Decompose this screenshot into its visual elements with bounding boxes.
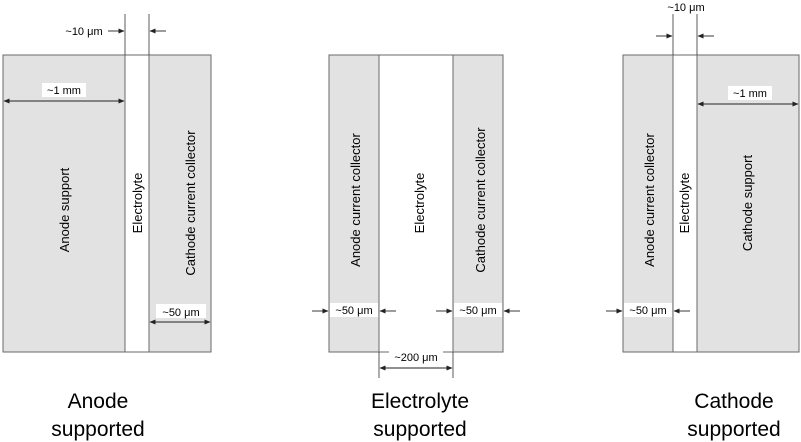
cathode-collector-layer [148, 54, 212, 353]
electrolyte-label: Electrolyte [412, 173, 427, 234]
collector-thickness-label: ~50 μm [629, 305, 666, 317]
anode-collector-label: Anode current collector [642, 132, 657, 266]
anode-collector-layer [328, 54, 380, 353]
caption-line-1: Electrolyte [371, 390, 469, 413]
cathode-collector-layer [452, 54, 504, 353]
anode-supported-diagram: Anode support Electrolyte Cathode curren… [2, 14, 212, 441]
support-thickness-label: ~1 mm [47, 85, 81, 97]
electrolyte-label: Electrolyte [130, 173, 145, 234]
caption-line-2: supported [687, 418, 780, 441]
electrolyte-thickness-label: ~10 μm [667, 2, 704, 14]
cathode-support-label: Cathode support [740, 155, 755, 252]
caption-line-1: Cathode [694, 390, 773, 413]
caption-line-2: supported [373, 418, 466, 441]
anode-collector-thickness-label: ~50 μm [335, 305, 372, 317]
cathode-supported-diagram: Anode current collector Electrolyte Cath… [606, 2, 800, 441]
electrolyte-supported-diagram: Anode current collector Electrolyte Cath… [312, 54, 520, 441]
anode-collector-layer [622, 54, 674, 353]
cathode-collector-thickness-label: ~50 μm [459, 305, 496, 317]
anode-collector-label: Anode current collector [348, 132, 363, 266]
electrolyte-layer [124, 54, 150, 353]
anode-support-label: Anode support [57, 167, 72, 252]
anode-support-layer [2, 54, 126, 353]
caption-line-2: supported [51, 418, 144, 441]
cathode-collector-label: Cathode current collector [183, 130, 198, 276]
caption-line-1: Anode [68, 390, 129, 413]
electrolyte-thickness-label: ~200 μm [394, 352, 437, 364]
electrolyte-layer [672, 54, 698, 353]
support-thickness-label: ~1 mm [733, 88, 767, 100]
electrolyte-thickness-label: ~10 μm [65, 26, 102, 38]
cathode-collector-label: Cathode current collector [473, 127, 488, 273]
electrolyte-label: Electrolyte [677, 173, 692, 234]
collector-thickness-label: ~50 μm [162, 307, 199, 319]
electrolyte-layer [378, 54, 454, 353]
